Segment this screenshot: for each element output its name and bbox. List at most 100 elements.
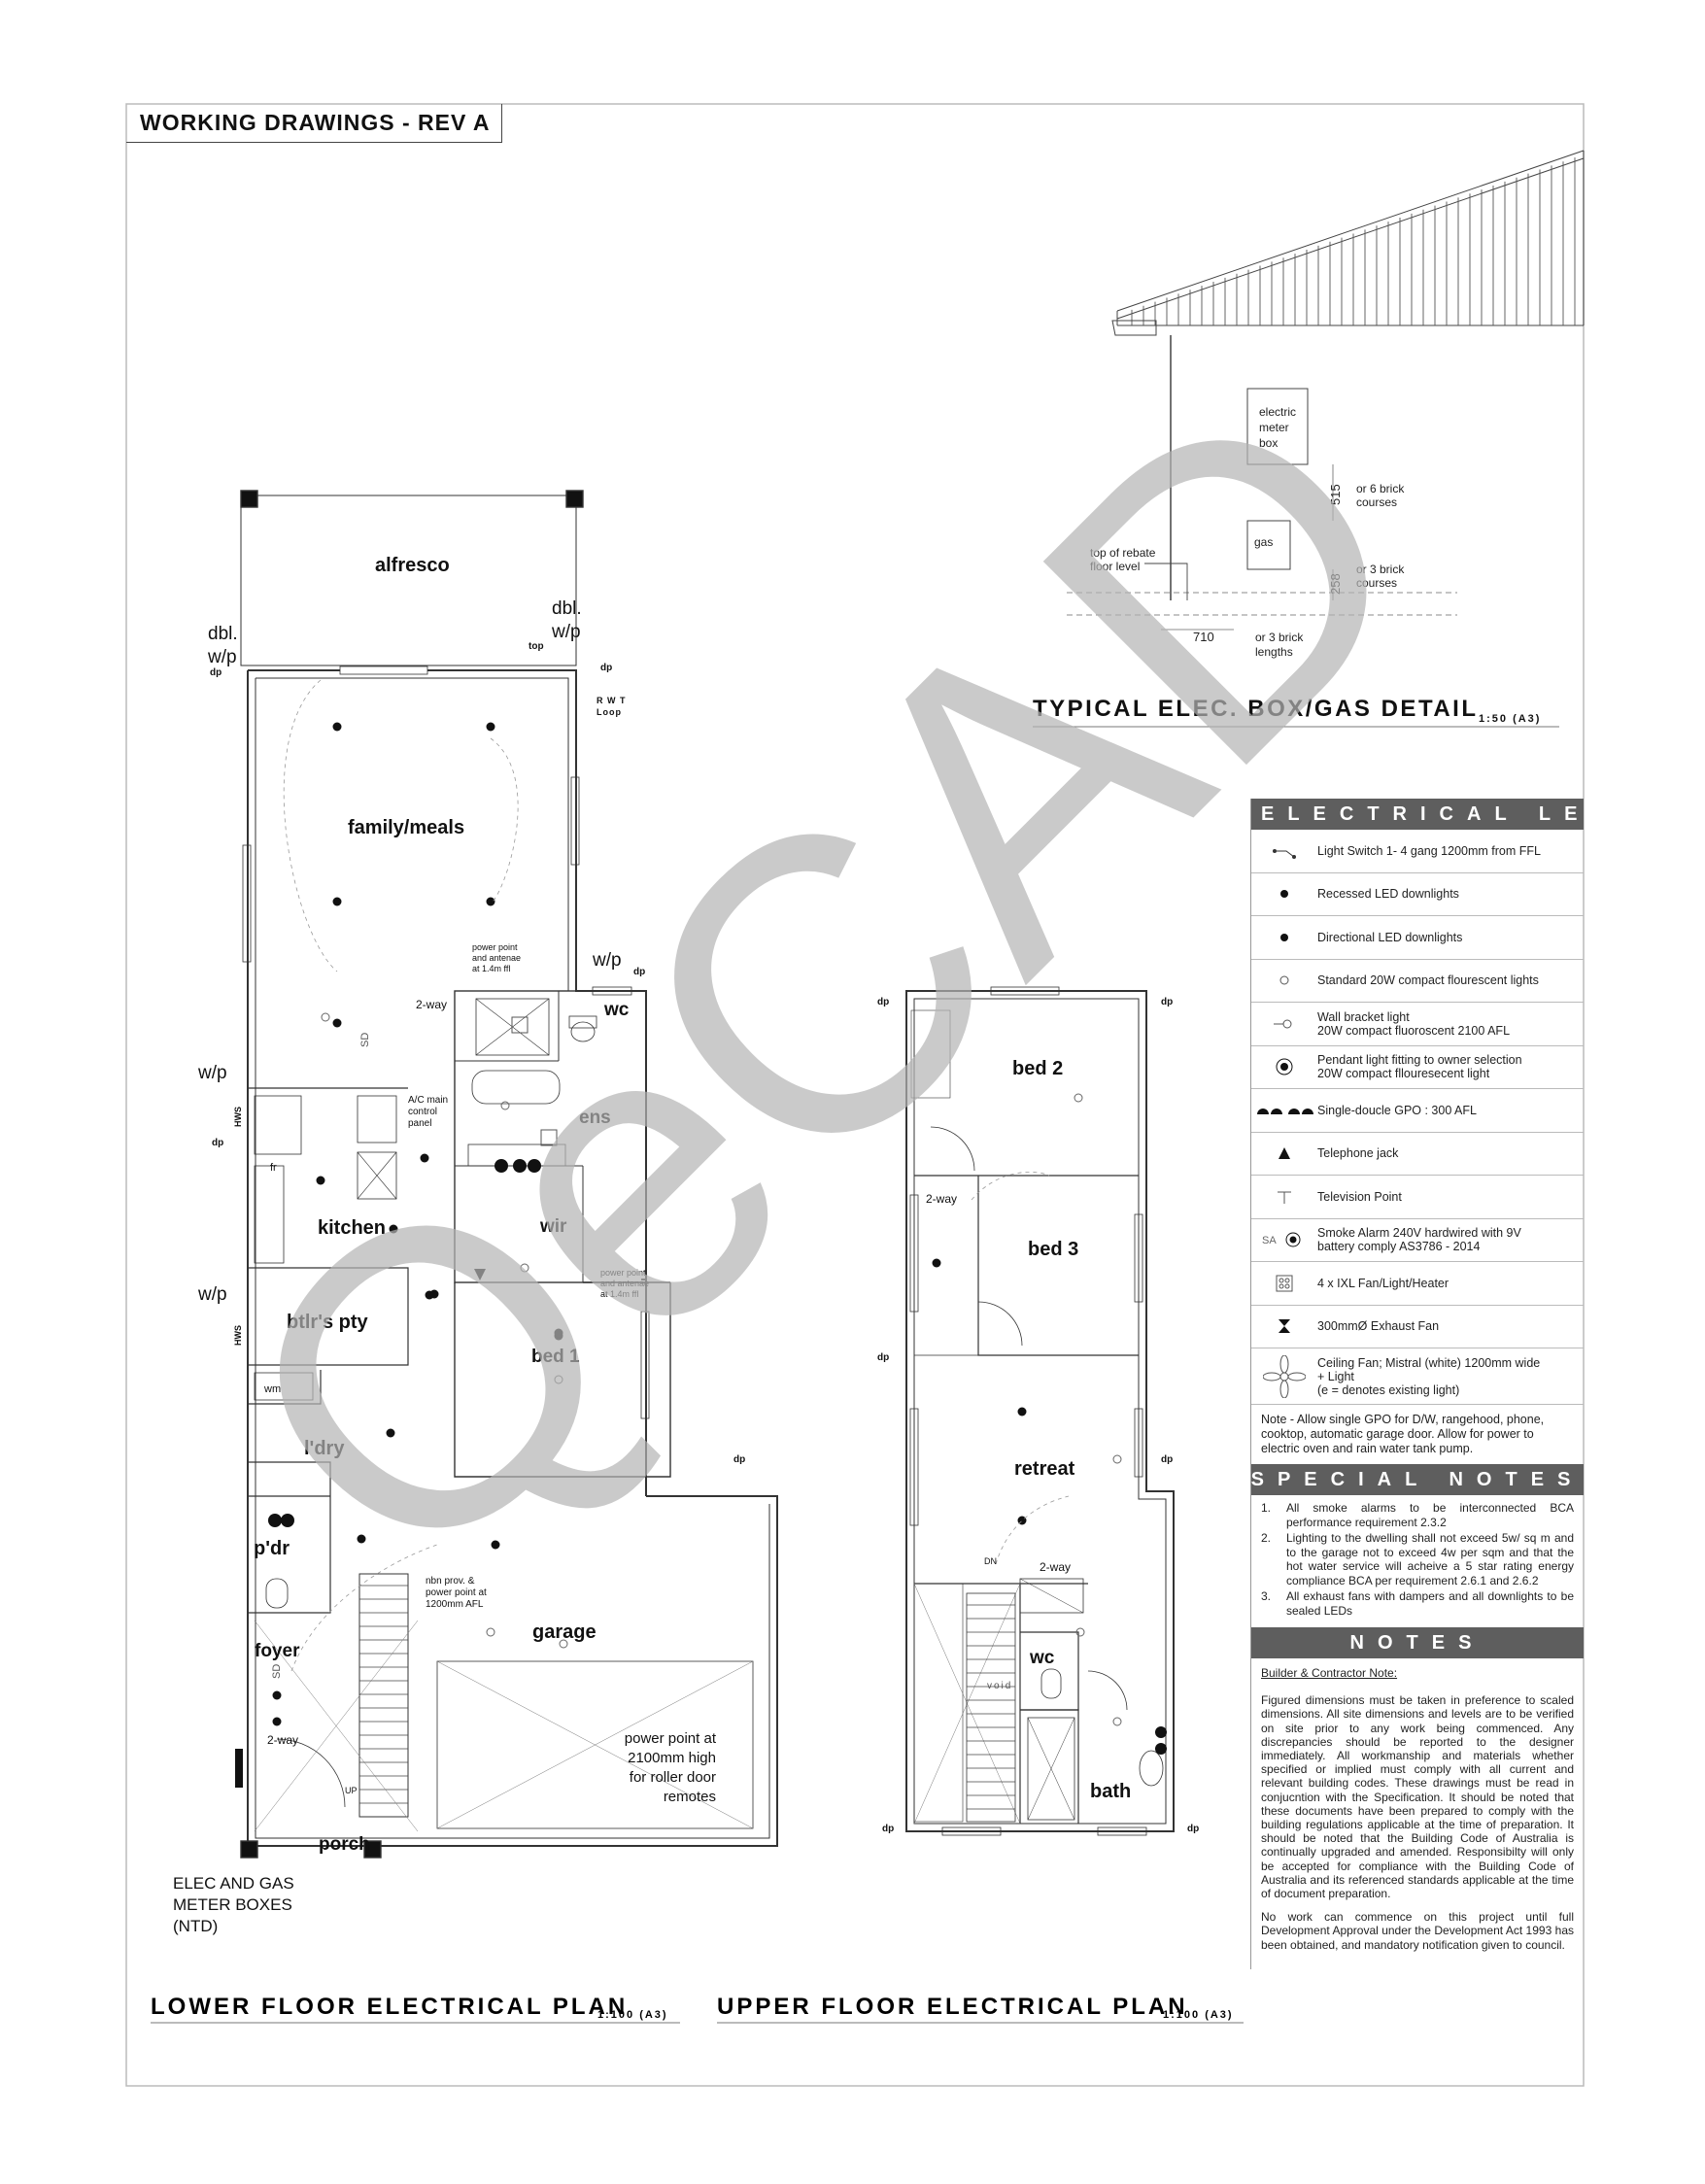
gpo-symbol xyxy=(1155,1743,1167,1755)
dim-515-note-1: or 6 brick xyxy=(1356,482,1405,495)
label-roller-door-power: 2100mm high xyxy=(628,1750,716,1766)
legend-item-line: Telephone jack xyxy=(1317,1146,1399,1161)
legend-item-text: Pendant light fitting to owner selection… xyxy=(1317,1053,1584,1080)
legend-item-line: 4 x IXL Fan/Light/Heater xyxy=(1317,1276,1449,1290)
legend-rows: Light Switch 1- 4 gang 1200mm from FFL Re… xyxy=(1251,830,1584,1405)
detail-title: TYPICAL ELEC. BOX/GAS DETAIL xyxy=(1033,696,1478,722)
label-roller-door-power: remotes xyxy=(664,1789,716,1805)
label-2-way: 2-way xyxy=(267,1733,298,1747)
label-wp: w/p xyxy=(197,1063,227,1083)
legend-item-line: Wall bracket light xyxy=(1317,1009,1410,1024)
special-note-item: 2.Lighting to the dwelling shall not exc… xyxy=(1261,1531,1574,1587)
fluorescent-light xyxy=(321,1012,330,1022)
dim-258-note-1: or 3 brick xyxy=(1356,563,1405,576)
dim-515: 515 xyxy=(1328,484,1343,505)
exhaust-fan xyxy=(474,1269,486,1280)
smoke-alarm-icon: SA xyxy=(1251,1230,1317,1249)
legend-item-text: Light Switch 1- 4 gang 1200mm from FFL xyxy=(1317,844,1584,858)
directional-led-icon xyxy=(1251,928,1317,947)
fluorescent-light xyxy=(554,1375,563,1384)
lower-plan-labels: alfresco family/meals wc ens kitchen wir… xyxy=(173,555,745,1935)
special-notes-list: 1.All smoke alarms to be interconnected … xyxy=(1251,1495,1584,1627)
label-dp: dp xyxy=(212,1138,223,1148)
detail-scale: 1:50 (A3) xyxy=(1479,713,1541,725)
switch-wiring xyxy=(971,1172,1050,1201)
dim-710: 710 xyxy=(1193,630,1214,644)
fluorescent-light-icon xyxy=(1251,971,1317,990)
room-btlr-pty: btlr's pty xyxy=(287,1312,369,1333)
pendant-light-icon xyxy=(1251,1055,1317,1078)
legend-item-line: 20W compact fllouresecent light xyxy=(1317,1067,1490,1081)
room-wir: wir xyxy=(539,1216,567,1237)
legend-item-line: 300mmØ Exhaust Fan xyxy=(1317,1319,1440,1334)
legend-item-line: Recessed LED downlights xyxy=(1317,887,1459,902)
ceiling-fan-icon xyxy=(1251,1354,1317,1398)
label-roller-door-power: power point at xyxy=(625,1730,717,1747)
room-garage: garage xyxy=(532,1621,597,1643)
gpo-icon xyxy=(1251,1101,1317,1120)
label-power-antenae: and antenae xyxy=(600,1279,649,1288)
legend-item-text: 4 x IXL Fan/Light/Heater xyxy=(1317,1277,1584,1290)
room-wc: wc xyxy=(603,1000,630,1020)
fan-light-heater xyxy=(511,1016,529,1034)
switch-wiring xyxy=(283,679,338,973)
label-nbn: power point at xyxy=(426,1587,487,1598)
legend-item: Ceiling Fan; Mistral (white) 1200mm wide… xyxy=(1251,1348,1584,1405)
label-nbn: nbn prov. & xyxy=(426,1576,475,1587)
garage-roller-door-zone xyxy=(436,1660,754,1829)
upper-floor-plan xyxy=(905,986,1175,1836)
legend-item-text: Television Point xyxy=(1317,1190,1584,1204)
label-2-way: 2-way xyxy=(926,1192,957,1206)
room-foyer: foyer xyxy=(255,1641,300,1661)
legend-item-line: + Light xyxy=(1317,1369,1354,1383)
legend-note: Note - Allow single GPO for D/W, rangeho… xyxy=(1261,1413,1545,1455)
lower-floor-plan xyxy=(235,490,778,1859)
legend-item-line: battery comply AS3786 - 2014 xyxy=(1317,1240,1481,1254)
legend-item: Directional LED downlights xyxy=(1251,916,1584,960)
legend-item: Television Point xyxy=(1251,1176,1584,1219)
notes-body: Builder & Contractor Note: Figured dimen… xyxy=(1251,1658,1584,1969)
dim-258-note-2: courses xyxy=(1356,576,1397,590)
legend-item-line: Television Point xyxy=(1317,1189,1402,1204)
label-2-way: 2-way xyxy=(416,998,447,1011)
gpo-symbol xyxy=(494,1159,508,1173)
label-void: void xyxy=(987,1681,1012,1691)
special-note-text: All exhaust fans with dampers and all do… xyxy=(1286,1589,1574,1618)
special-note-item: 1.All smoke alarms to be interconnected … xyxy=(1261,1501,1574,1529)
legend-item: Pendant light fitting to owner selection… xyxy=(1251,1046,1584,1089)
upper-plan-title: UPPER FLOOR ELECTRICAL PLAN xyxy=(717,1994,1188,2020)
lower-plan-scale: 1:100 (A3) xyxy=(597,2009,668,2021)
downlight xyxy=(554,1328,563,1338)
legend-item-line: 20W compact fluoroscent 2100 AFL xyxy=(1317,1023,1511,1038)
label-dp: dp xyxy=(1187,1824,1199,1834)
column-post xyxy=(240,490,258,508)
legend-item-text: Ceiling Fan; Mistral (white) 1200mm wide… xyxy=(1317,1356,1584,1397)
alfresco-outline xyxy=(240,495,577,666)
label-power-antenae: at 1.4m ffl xyxy=(600,1289,638,1299)
notes-paragraph-1: Figured dimensions must be taken in pref… xyxy=(1261,1693,1574,1901)
meter-box-label-1: electric xyxy=(1259,405,1296,419)
lower-plan-fixtures xyxy=(268,679,568,1726)
sheet-border xyxy=(125,103,1585,2087)
legend-item-text: Single-doucle GPO : 300 AFL xyxy=(1317,1104,1584,1117)
legend-item: 4 x IXL Fan/Light/Heater xyxy=(1251,1262,1584,1306)
label-meter-boxes: METER BOXES xyxy=(173,1895,292,1914)
label-top: top xyxy=(529,641,544,652)
label-stair-down: DN xyxy=(984,1556,997,1566)
meter-box-label-2: meter xyxy=(1259,421,1289,434)
gas-meter-box xyxy=(1246,520,1291,570)
upper-plan-labels: bed 2 bed 3 retreat wc bath dp dp dp dp … xyxy=(877,997,1199,1834)
downlight xyxy=(1017,1407,1027,1416)
dim-710-note-2: lengths xyxy=(1255,645,1293,659)
legend-item: Recessed LED downlights xyxy=(1251,873,1584,916)
recessed-led-icon xyxy=(1251,884,1317,904)
label-dp: dp xyxy=(1161,1454,1173,1465)
svg-text:SA: SA xyxy=(1262,1235,1277,1246)
label-smoke-detector: SD xyxy=(271,1664,283,1679)
roof-rafters xyxy=(1131,157,1576,325)
television-point-icon xyxy=(1251,1187,1317,1207)
special-notes-title: SPECIAL NOTES xyxy=(1251,1464,1584,1495)
